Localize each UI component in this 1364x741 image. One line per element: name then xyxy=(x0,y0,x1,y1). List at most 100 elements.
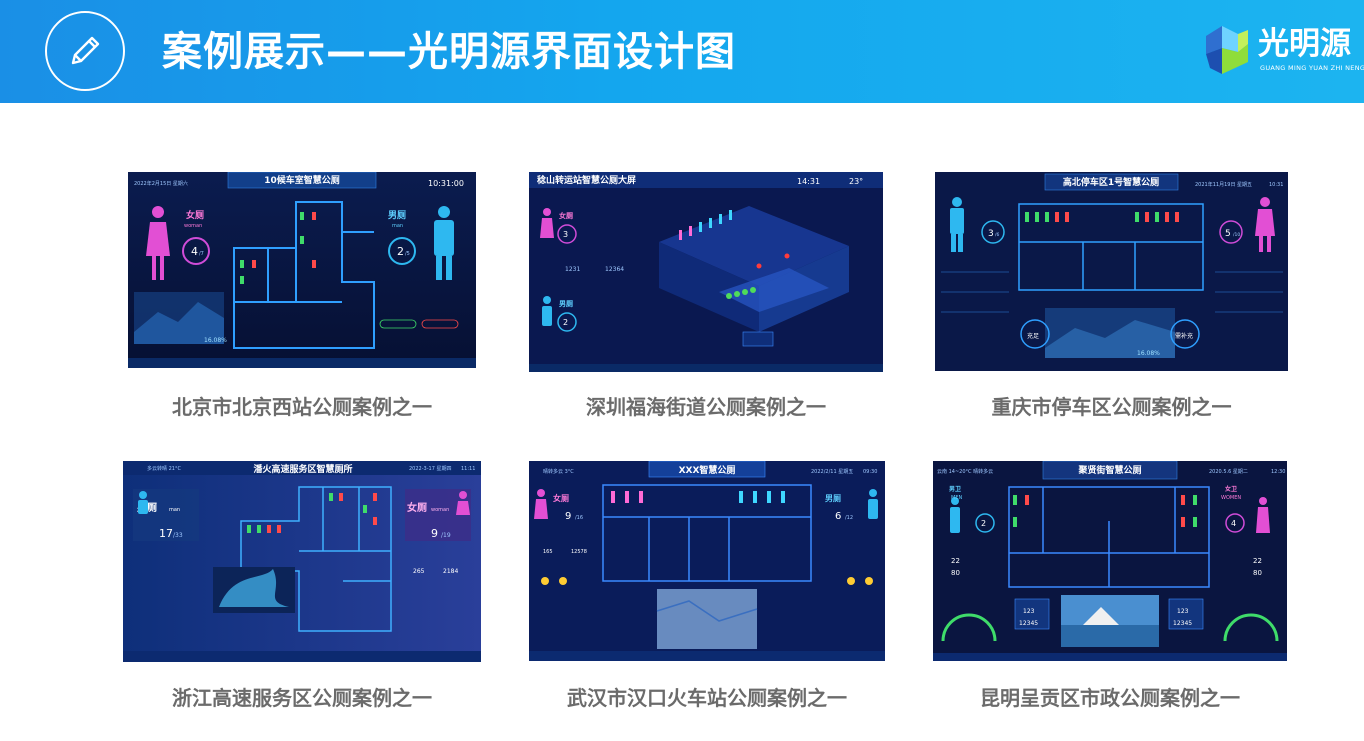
stat-b-6: 12345 xyxy=(1019,620,1038,627)
stat-b-4: 2184 xyxy=(443,568,458,575)
male-total-3: /6 xyxy=(995,232,1000,238)
female-count-1: 4 xyxy=(191,245,198,258)
female-total-3: /10 xyxy=(1233,232,1240,238)
case-thumbnail-6[interactable]: 聚贤街智慧公厕 云南 14~20°C 晴转多云 2020.5.6 星期二 12:… xyxy=(933,461,1287,661)
male-figure-icon xyxy=(434,206,454,280)
screen-title-2: 稔山转运站智慧公厕大屏 xyxy=(537,174,636,186)
case-caption-4[interactable]: 浙江高速服务区公厕案例之一 xyxy=(172,686,432,710)
screen-time-3: 10:31 xyxy=(1269,182,1283,188)
temperature-6: 22 xyxy=(951,557,960,565)
female-count-3: 5 xyxy=(1225,229,1231,239)
female-figure-icon xyxy=(456,491,470,515)
male-label-2: 男厕 xyxy=(559,299,573,308)
female-figure-icon xyxy=(540,208,554,238)
male-en-6: MEN xyxy=(951,495,962,501)
floor-plan xyxy=(602,484,812,582)
screen-weather-6: 云南 14~20°C 晴转多云 xyxy=(937,468,993,475)
page-title: 案例展示——光明源界面设计图 xyxy=(162,29,736,75)
case-caption-1[interactable]: 北京市北京西站公厕案例之一 xyxy=(172,395,432,419)
screen-title-6: 聚贤街智慧公厕 xyxy=(1077,464,1141,476)
case-caption-5[interactable]: 武汉市汉口火车站公厕案例之一 xyxy=(567,686,847,710)
case-thumbnail-3[interactable]: 高北停车区1号智慧公厕 2021年11月19日 星期五 10:31 3 /6 5… xyxy=(935,172,1288,371)
stat-a-5: 165 xyxy=(543,549,553,555)
male-total-4: /33 xyxy=(173,532,183,539)
logo-subtitle: GUANG MING YUAN ZHI NENG KE JI xyxy=(1260,64,1364,72)
female-en-6: WOMEN xyxy=(1221,495,1241,501)
male-total-5: /12 xyxy=(845,515,853,521)
female-count-6: 4 xyxy=(1231,519,1236,528)
pencil-icon xyxy=(45,11,125,91)
stat-b-2: 12364 xyxy=(605,266,624,273)
case-thumbnail-4[interactable]: 潘火高速服务区智慧厕所 多云转晴 21°C 2022-3-17 星期四 11:1… xyxy=(123,461,481,662)
humidity-6b: 80 xyxy=(1253,569,1262,577)
female-count-4: 9 xyxy=(431,527,438,540)
stat-a-4: 265 xyxy=(413,568,425,575)
screen-temp-2: 23° xyxy=(849,177,863,186)
temperature-6b: 22 xyxy=(1253,557,1262,565)
female-figure-icon xyxy=(534,489,548,519)
logo-mark-icon xyxy=(1206,26,1248,74)
logo-text: 光明源 xyxy=(1258,26,1351,62)
case-thumbnail-2[interactable]: 稔山转运站智慧公厕大屏 14:31 23° 女厕 3 男厕 2 1231 123… xyxy=(529,172,883,372)
female-count-5: 9 xyxy=(565,511,571,522)
female-label-4: 女厕 xyxy=(407,501,427,514)
male-total-1: /5 xyxy=(405,251,410,257)
screen-time-5: 09:30 xyxy=(863,469,877,475)
female-total-5: /16 xyxy=(575,515,583,521)
male-count-3: 3 xyxy=(988,229,994,239)
screen-date-4: 2022-3-17 星期四 xyxy=(409,466,451,472)
female-label-2: 女厕 xyxy=(559,211,573,220)
male-figure-icon xyxy=(950,197,964,252)
stat-b-6b: 12345 xyxy=(1173,620,1192,627)
female-total-4: /19 xyxy=(441,532,451,539)
male-count-5: 6 xyxy=(835,511,841,522)
case-caption-2[interactable]: 深圳福海街道公厕案例之一 xyxy=(586,395,826,419)
male-count-4: 17 xyxy=(159,527,173,540)
male-count-1: 2 xyxy=(397,245,404,258)
humidity-6: 80 xyxy=(951,569,960,577)
screen-time-6: 12:30 xyxy=(1271,469,1285,475)
screen-title-1: 10候车室智慧公厕 xyxy=(264,174,340,186)
male-count-6: 2 xyxy=(981,519,986,528)
status-a-3: 充足 xyxy=(1027,332,1039,340)
female-en-4: woman xyxy=(431,507,449,513)
female-figure-icon xyxy=(1256,497,1270,533)
female-label-5: 女厕 xyxy=(553,493,569,503)
female-figure-icon xyxy=(146,206,170,280)
screen-date-1: 2022年2月15日 星期六 xyxy=(134,180,188,187)
screen-time-4: 11:11 xyxy=(461,466,475,472)
floor-plan xyxy=(1008,486,1210,588)
company-logo: 光明源 GUANG MING YUAN ZHI NENG KE JI xyxy=(1196,22,1364,82)
case-thumbnail-5[interactable]: XXX智慧公厕 晴转多云 3°C 2022/2/11 星期五 09:30 女厕 … xyxy=(529,461,885,661)
stat-a-6: 123 xyxy=(1023,608,1035,615)
top-banner: 案例展示——光明源界面设计图 光明源 GUANG MING YUAN ZHI N… xyxy=(0,0,1364,103)
screen-time-1: 10:31:00 xyxy=(428,179,464,188)
female-total-1: /7 xyxy=(199,251,204,257)
screen-weather-4: 多云转晴 21°C xyxy=(147,465,181,472)
male-figure-icon xyxy=(950,497,960,533)
male-en-1: man xyxy=(392,223,403,229)
status-b-3: 需补充 xyxy=(1175,332,1193,340)
male-figure-icon xyxy=(868,489,878,519)
percent-1: 16.08% xyxy=(204,337,227,344)
stat-b-5: 12578 xyxy=(571,549,587,555)
male-figure-icon xyxy=(138,491,148,514)
stat-a-2: 1231 xyxy=(565,266,580,273)
male-label-5: 男厕 xyxy=(825,494,841,503)
case-caption-6[interactable]: 昆明呈贡区市政公厕案例之一 xyxy=(980,686,1240,710)
percent-3: 16.08% xyxy=(1137,350,1160,357)
screen-title-3: 高北停车区1号智慧公厕 xyxy=(1063,176,1159,188)
floor-plan xyxy=(1018,203,1204,291)
isometric-floor-plan xyxy=(659,206,849,332)
male-count-2: 2 xyxy=(563,318,568,327)
male-label-6: 男卫 xyxy=(949,485,961,493)
screen-title-5: XXX智慧公厕 xyxy=(679,464,736,476)
male-label-1: 男厕 xyxy=(388,210,406,221)
male-en-4: man xyxy=(169,507,180,513)
case-thumbnail-1[interactable]: 10候车室智慧公厕 2022年2月15日 星期六 10:31:00 女厕 wom… xyxy=(128,172,476,368)
case-caption-3[interactable]: 重庆市停车区公厕案例之一 xyxy=(991,395,1232,419)
female-figure-icon xyxy=(1255,197,1275,252)
screen-date-6: 2020.5.6 星期二 xyxy=(1209,469,1248,475)
floor-plan xyxy=(233,201,375,349)
screen-date-5: 2022/2/11 星期五 xyxy=(811,469,853,475)
